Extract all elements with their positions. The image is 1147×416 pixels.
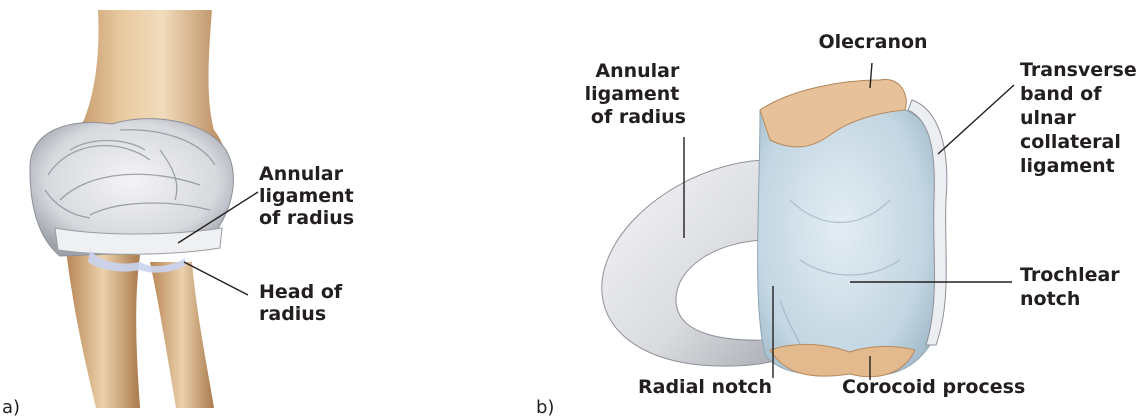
radius-shape [150, 262, 214, 408]
label-annular-ligament-a: Annular ligament of radius [259, 163, 360, 229]
label-radial-notch: Radial notch [638, 376, 772, 398]
panel-a-illustration [30, 10, 233, 408]
label-trochlear-notch: Trochlear notch [1020, 264, 1126, 310]
label-head-of-radius: Head of radius [259, 281, 349, 325]
label-annular-ligament-b: Annular ligament of radius [585, 60, 686, 128]
panel-b-label: b) [536, 397, 554, 416]
label-olecranon: Olecranon [818, 31, 927, 53]
leader-transverse-band [938, 85, 1014, 154]
panel-a-label: a) [2, 397, 20, 416]
ulna-shape [66, 250, 140, 408]
label-transverse-band: Transverse band of ulnar collateral liga… [1020, 59, 1143, 177]
label-corocoid-process: Corocoid process [842, 376, 1025, 398]
